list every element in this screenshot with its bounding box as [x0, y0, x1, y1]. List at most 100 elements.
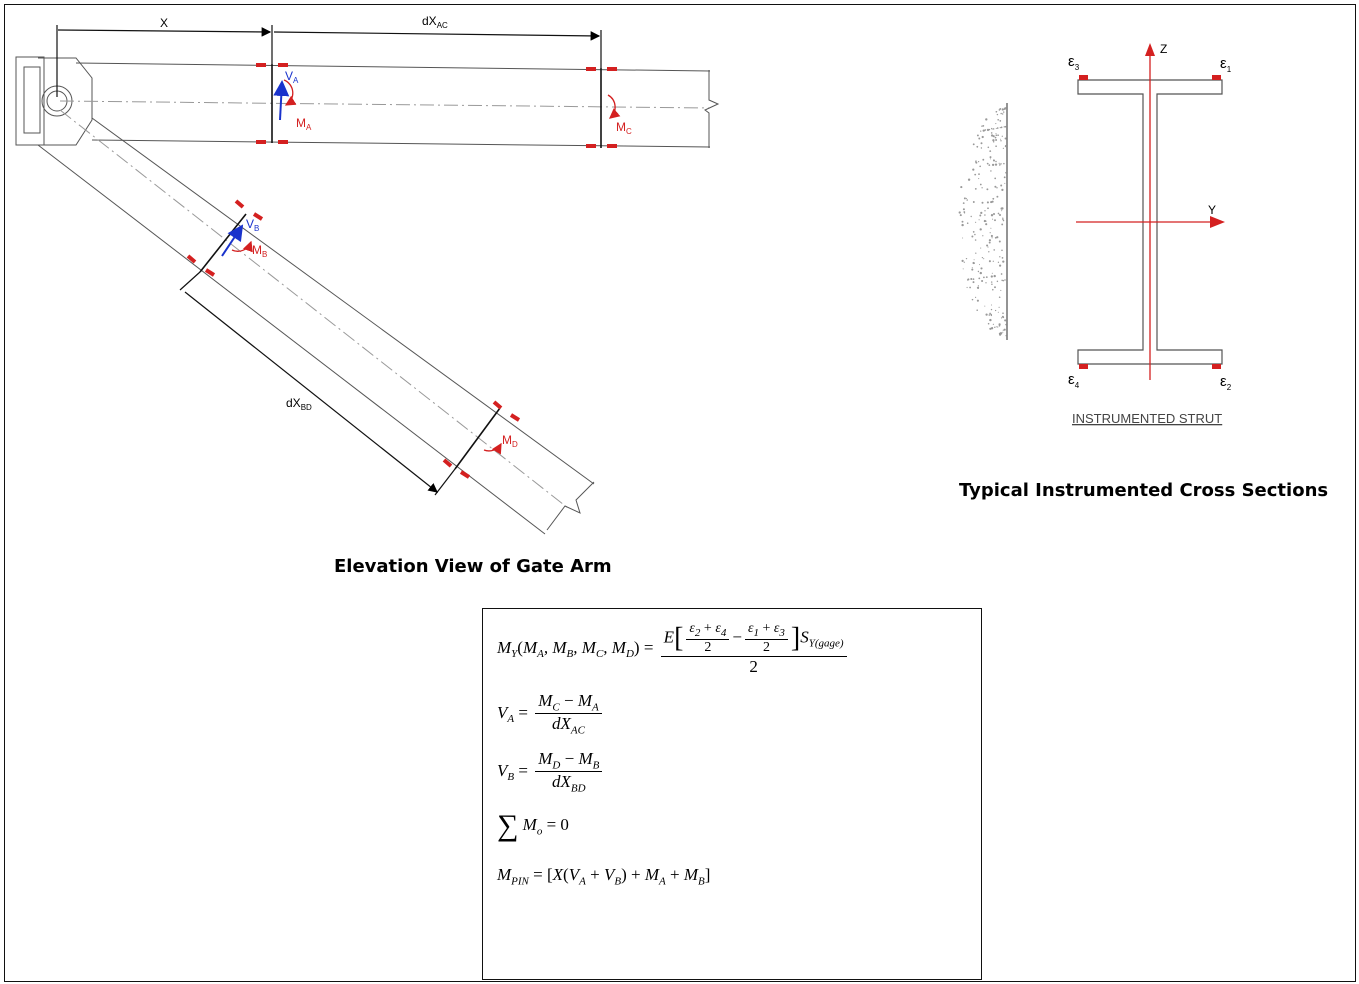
stipple-dot: [1001, 188, 1004, 192]
stipple-dot: [982, 235, 984, 237]
stipple-dot: [999, 332, 1003, 335]
dim-dxbd-label: dXBD: [286, 396, 312, 412]
gauge-d-bottom-2: [459, 470, 471, 479]
stipple-dot: [990, 201, 993, 204]
stipple-dot: [997, 118, 1000, 121]
stipple-dot: [1004, 125, 1007, 128]
stipple-dot: [977, 285, 980, 287]
stipple-dot: [980, 142, 983, 145]
stipple-dot: [992, 260, 994, 262]
stipple-dot: [1001, 135, 1003, 137]
stipple-dot: [993, 159, 995, 161]
stipple-dot: [986, 201, 989, 204]
stipple-dot: [985, 223, 988, 226]
stipple-dot: [994, 185, 997, 188]
gauge-b-bottom-2: [204, 268, 216, 277]
stipple-dot: [979, 165, 981, 168]
lower-strut-break: [546, 481, 595, 531]
trunnion-hub-outline: [38, 57, 93, 146]
stipple-dot: [975, 161, 978, 164]
vb-label: VB: [246, 217, 259, 233]
stipple-dot: [1001, 279, 1003, 282]
elevation-caption: Elevation View of Gate Arm: [334, 556, 612, 577]
equation-mpin: MPIN = [X(VA + VB) + MA + MB]: [497, 865, 711, 888]
stipple-dot: [998, 296, 1001, 299]
stipple-dot: [978, 219, 980, 221]
stipple-dot: [995, 127, 997, 129]
stipple-dot: [1000, 126, 1003, 129]
stipple-dot: [1004, 182, 1006, 184]
stipple-dot: [986, 162, 989, 165]
stipple-dot: [965, 197, 968, 199]
section-b-line: [199, 213, 247, 273]
stipple-dot: [1001, 108, 1004, 111]
stipple-dot: [1002, 279, 1005, 282]
stipple-dot: [1004, 145, 1007, 148]
stipple-dot: [983, 220, 986, 223]
stipple-dot: [1000, 112, 1002, 115]
stipple-dot: [985, 118, 988, 121]
stipple-dot: [963, 261, 965, 263]
stipple-dot: [988, 164, 991, 166]
stipple-dot: [995, 145, 997, 148]
stipple-dot: [988, 314, 991, 316]
stipple-dot: [969, 286, 971, 289]
stipple-dot: [960, 186, 963, 189]
stipple-dot: [962, 237, 964, 239]
gauge-b-top: [234, 199, 245, 209]
stipple-dot: [997, 212, 1000, 215]
stipple-dot: [971, 235, 974, 238]
stipple-dot: [987, 146, 990, 149]
stipple-dot: [998, 213, 1002, 217]
stipple-dot: [974, 173, 977, 176]
stipple-dot: [979, 228, 982, 231]
stipple-dot: [1002, 111, 1005, 113]
stipple-dot: [996, 110, 998, 113]
dim-x-line: [57, 27, 272, 37]
z-axis-arrowhead: [1145, 43, 1155, 56]
cross-section: Z Y ε3 ε1 ε4 ε2 INSTRUMENTED STRUT: [958, 42, 1232, 426]
stipple-dot: [975, 160, 977, 162]
stipple-dot: [1003, 126, 1005, 128]
stipple-dot: [993, 274, 996, 278]
elevation-labels: X dXAC dXBD VA MA MC VB MB MD: [160, 14, 632, 449]
mb-label: MB: [252, 243, 267, 259]
stipple-dot: [992, 135, 995, 138]
stipple-dot: [995, 139, 998, 141]
stipple-dot: [978, 137, 981, 140]
stipple-dot: [971, 268, 974, 271]
stipple-dot: [987, 246, 989, 248]
equation-sum-moments: ∑ Mo = 0: [497, 809, 569, 842]
stipple-dot: [980, 130, 982, 132]
stipple-dot: [990, 281, 993, 283]
lower-strut-top-edge: [91, 117, 595, 485]
stipple-dot: [1001, 210, 1003, 212]
stipple-dot: [966, 199, 968, 201]
stipple-dot: [995, 133, 997, 135]
stipple-dot: [980, 211, 983, 215]
stipple-dot: [990, 132, 993, 134]
instrumented-strut-label: INSTRUMENTED STRUT: [1072, 411, 1222, 426]
stipple-dot: [999, 256, 1001, 258]
stipple-dot: [1001, 249, 1003, 252]
stipple-dot: [997, 261, 1000, 263]
stipple-dot: [980, 147, 983, 149]
stipple-dot: [991, 283, 993, 285]
gauge-d-top-2: [509, 413, 521, 422]
stipple-dot: [998, 306, 1000, 308]
stipple-dot: [976, 134, 979, 137]
stipple-dot: [1000, 138, 1002, 140]
stipple-dot: [992, 212, 996, 216]
stipple-dot: [967, 178, 971, 181]
stipple-dot: [972, 168, 975, 171]
stipple-dot: [962, 202, 965, 205]
stipple-dot: [992, 197, 995, 200]
stipple-dot: [996, 113, 999, 116]
stipple-dot: [990, 214, 994, 217]
stipple-dot: [986, 128, 990, 132]
stipple-dot: [999, 120, 1002, 122]
stipple-dot: [1001, 257, 1004, 259]
stipple-dot: [1002, 331, 1004, 333]
